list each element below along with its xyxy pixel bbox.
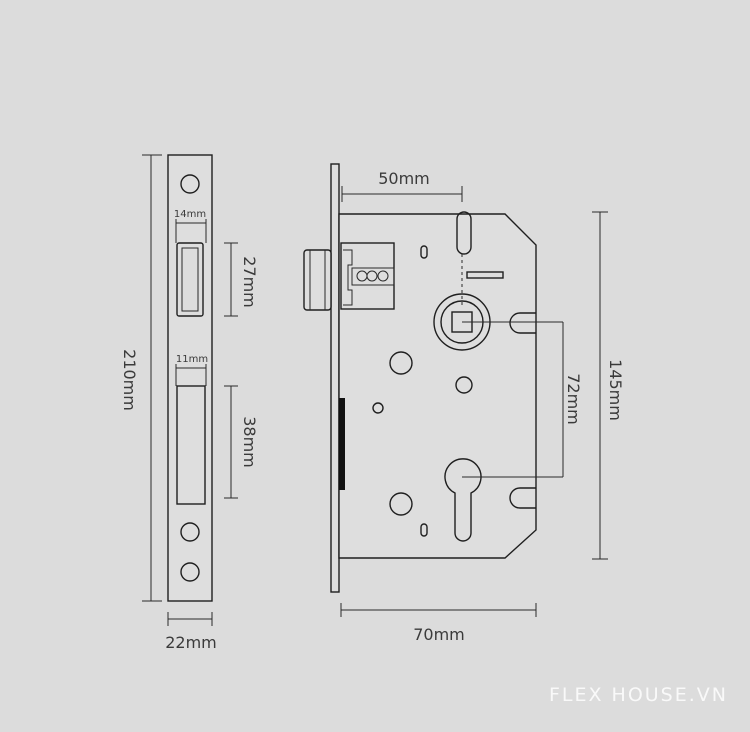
body-width-dimension: 70mm: [340, 603, 537, 644]
bolt-width-dimension: 11mm: [175, 354, 208, 386]
bolt-height-dimension: 38mm: [224, 385, 259, 499]
lock-faceplate: [330, 163, 340, 593]
strike-height-dimension: 210mm: [120, 154, 162, 602]
bolt-opening: [176, 385, 206, 505]
body-hole-small: [372, 402, 384, 414]
body-hole-right: [455, 376, 473, 394]
horizontal-slot: [466, 271, 504, 279]
body-hole-upper-left: [389, 351, 413, 375]
strike-screw-hole-top: [180, 174, 200, 194]
latch-width-dimension: 14mm: [174, 209, 207, 243]
center-distance-label: 72mm: [564, 373, 583, 425]
bolt-width-label: 11mm: [176, 354, 208, 365]
strike-plate-outline: [167, 154, 213, 602]
body-height-dimension: 145mm: [592, 211, 625, 560]
side-slot-bottom: [509, 487, 536, 509]
latch-tongue: [303, 249, 332, 311]
side-slot-top: [509, 312, 536, 334]
strike-screw-hole-bottom: [180, 562, 200, 582]
small-slot-top: [420, 245, 428, 259]
body-height-label: 145mm: [606, 359, 625, 421]
strike-width-label: 22mm: [165, 633, 217, 652]
small-slot-bottom: [420, 523, 428, 537]
strike-width-dimension: 22mm: [165, 612, 217, 652]
bolt-height-label: 38mm: [240, 416, 259, 468]
top-slot: [456, 211, 472, 255]
latch-height-label: 27mm: [240, 256, 259, 308]
strike-screw-hole-middle: [180, 522, 200, 542]
latch-opening: [176, 242, 204, 317]
backset-label: 50mm: [378, 169, 430, 188]
latch-mechanism: [340, 242, 395, 310]
strike-plate: [167, 154, 213, 602]
backset-dimension: 50mm: [341, 169, 463, 202]
body-width-label: 70mm: [413, 625, 465, 644]
latch-height-dimension: 27mm: [224, 242, 259, 317]
lock-body: [303, 163, 537, 593]
body-hole-lower-left: [389, 492, 413, 516]
latch-width-label: 14mm: [174, 209, 206, 220]
center-distance-dimension: 72mm: [462, 321, 583, 478]
latch-opening-inner: [181, 247, 199, 312]
cylinder-cutout: [444, 458, 482, 542]
deadbolt: [339, 398, 345, 490]
watermark: FLEX HOUSE.VN: [549, 684, 728, 706]
strike-height-label: 210mm: [120, 349, 139, 411]
lock-body-outline: [338, 213, 537, 559]
